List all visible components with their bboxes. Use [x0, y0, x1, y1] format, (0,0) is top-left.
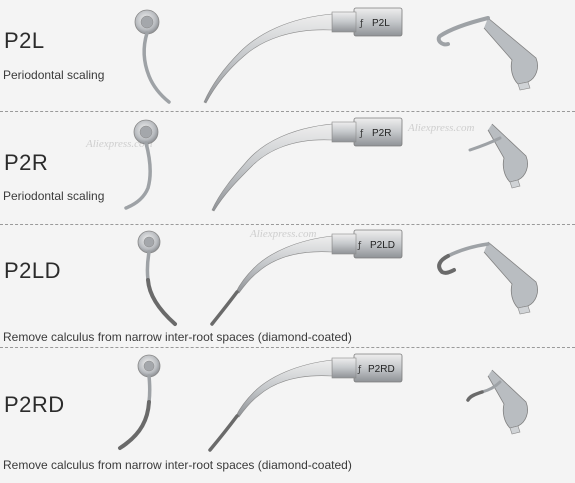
- watermark-text: Aliexpress.com: [408, 122, 475, 134]
- p2ld-front-view-image: [137, 230, 177, 326]
- tip-code-p2rd: P2RD: [4, 392, 65, 417]
- p2r-side-view-image: P2R ƒ: [211, 117, 403, 212]
- logo-icon: ƒ: [357, 241, 362, 251]
- watermark-text: Aliexpress.com: [250, 228, 317, 240]
- watermark-text: Aliexpress.com: [86, 138, 153, 150]
- p2l-tip-engraving: P2L: [372, 18, 390, 29]
- p2l-front-view-image: [134, 9, 171, 104]
- p2rd-tip-engraving: P2RD: [368, 364, 395, 375]
- p2r-closeup-image: [468, 123, 528, 189]
- row-divider: [0, 111, 575, 112]
- p2r-tip-engraving: P2R: [372, 128, 391, 139]
- p2rd-front-view-image: [118, 354, 161, 450]
- row-divider: [0, 224, 575, 225]
- p2l-closeup-image: [436, 16, 538, 91]
- tip-code-p2l: P2L: [4, 28, 45, 53]
- tip-code-p2ld: P2LD: [4, 258, 62, 283]
- p2ld-side-view-image: P2LD ƒ: [210, 229, 403, 326]
- tip-description-p2ld: Remove calculus from narrow inter-root s…: [3, 330, 352, 344]
- p2r-front-view-image: [124, 119, 159, 210]
- p2rd-closeup-image: [466, 369, 528, 435]
- logo-icon: ƒ: [359, 129, 364, 139]
- p2ld-tip-engraving: P2LD: [370, 240, 395, 251]
- logo-icon: ƒ: [359, 19, 364, 29]
- p2l-side-view-image: P2L ƒ: [203, 7, 403, 104]
- tip-description-p2l: Periodontal scaling: [3, 68, 105, 82]
- p2ld-closeup-image: [437, 241, 538, 315]
- logo-icon: ƒ: [357, 365, 362, 375]
- tip-description-p2r: Periodontal scaling: [3, 189, 105, 203]
- tip-description-p2rd: Remove calculus from narrow inter-root s…: [3, 458, 352, 472]
- p2rd-side-view-image: P2RD ƒ: [208, 353, 403, 452]
- row-divider: [0, 347, 575, 348]
- tip-code-p2r: P2R: [4, 150, 49, 175]
